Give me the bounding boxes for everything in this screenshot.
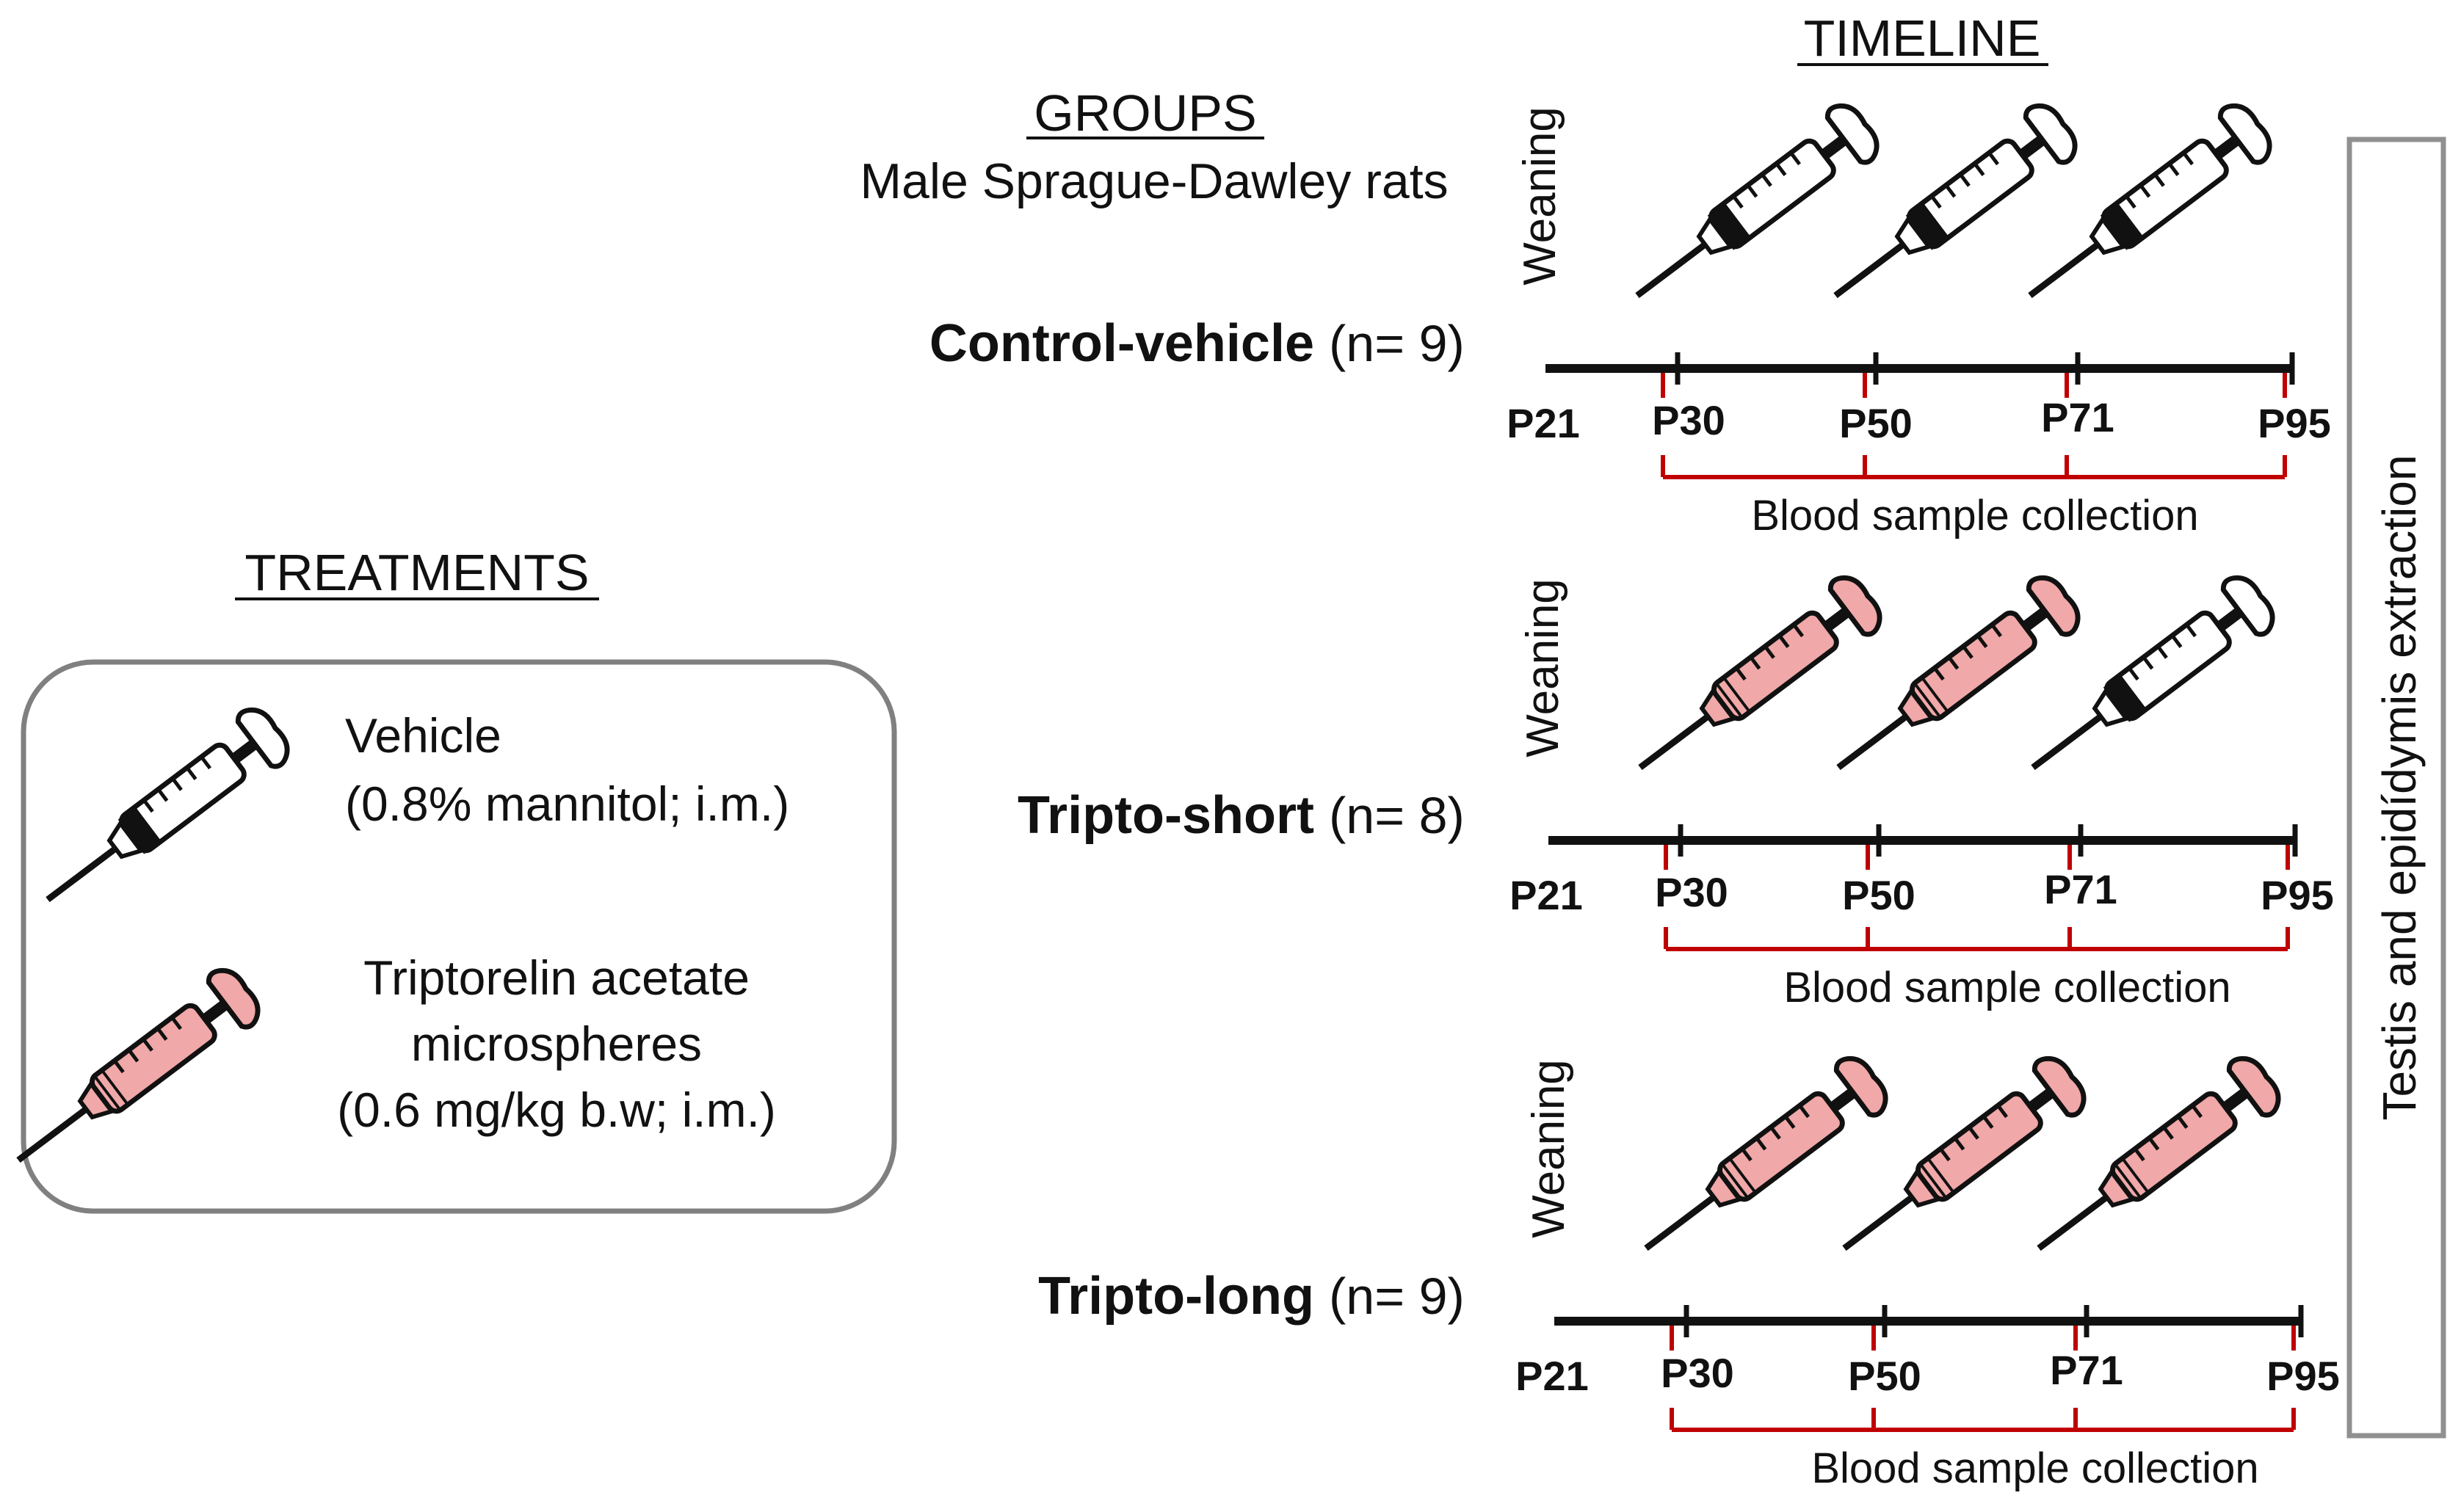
timeline-header: TIMELINE — [1804, 10, 2041, 67]
tick-label-p50: P50 — [1842, 872, 1915, 918]
tick-label-p71: P71 — [2050, 1347, 2123, 1393]
blood-collection-label: Blood sample collection — [1751, 492, 2198, 539]
groups-subtitle: Male Sprague-Dawley rats — [860, 153, 1448, 209]
vehicle-label: Vehicle — [345, 708, 501, 763]
blood-collection-label: Blood sample collection — [1783, 964, 2230, 1011]
tick-label-p30: P30 — [1661, 1350, 1734, 1396]
triptorelin-label: Triptorelin acetate — [363, 951, 750, 1005]
group-name: Tripto-long — [1038, 1267, 1314, 1326]
triptorelin-dose: (0.6 mg/kg b.w; i.m.) — [337, 1083, 776, 1137]
extraction-box — [2346, 137, 2446, 1439]
group-n: (n= 9) — [1329, 315, 1465, 372]
tick-label-p21: P21 — [1507, 400, 1580, 446]
weaning-label: Weaning — [1515, 106, 1565, 286]
tick-label-p71: P71 — [2044, 866, 2117, 912]
triptorelin-label-line2: microspheres — [411, 1017, 702, 1071]
treatments-legend-box — [21, 659, 897, 1214]
tick-label-p95: P95 — [2261, 872, 2334, 918]
weaning-label: Weaning — [1523, 1059, 1574, 1238]
tick-label-p30: P30 — [1655, 869, 1728, 915]
blood-collection-label: Blood sample collection — [1811, 1444, 2258, 1492]
vehicle-detail: (0.8% mannitol; i.m.) — [345, 777, 789, 831]
group-name: Tripto-short — [1018, 786, 1314, 845]
tick-label-p95: P95 — [2266, 1353, 2340, 1399]
tick-label-p71: P71 — [2041, 394, 2114, 440]
groups-header: GROUPS — [1034, 84, 1256, 142]
tick-label-p50: P50 — [1839, 400, 1913, 446]
group-n: (n= 9) — [1329, 1268, 1465, 1325]
tick-label-p50: P50 — [1848, 1353, 1921, 1399]
group-n: (n= 8) — [1329, 787, 1465, 844]
treatments-header: TREATMENTS — [244, 544, 589, 601]
extraction-label: Testis and epidídymis extraction — [2373, 454, 2426, 1120]
group-name: Control-vehicle — [929, 314, 1314, 373]
tick-label-p30: P30 — [1652, 397, 1725, 443]
weaning-label: Weaning — [1518, 578, 1568, 757]
tick-label-p21: P21 — [1515, 1353, 1589, 1399]
tick-label-p21: P21 — [1509, 872, 1583, 918]
tick-label-p95: P95 — [2258, 400, 2331, 446]
